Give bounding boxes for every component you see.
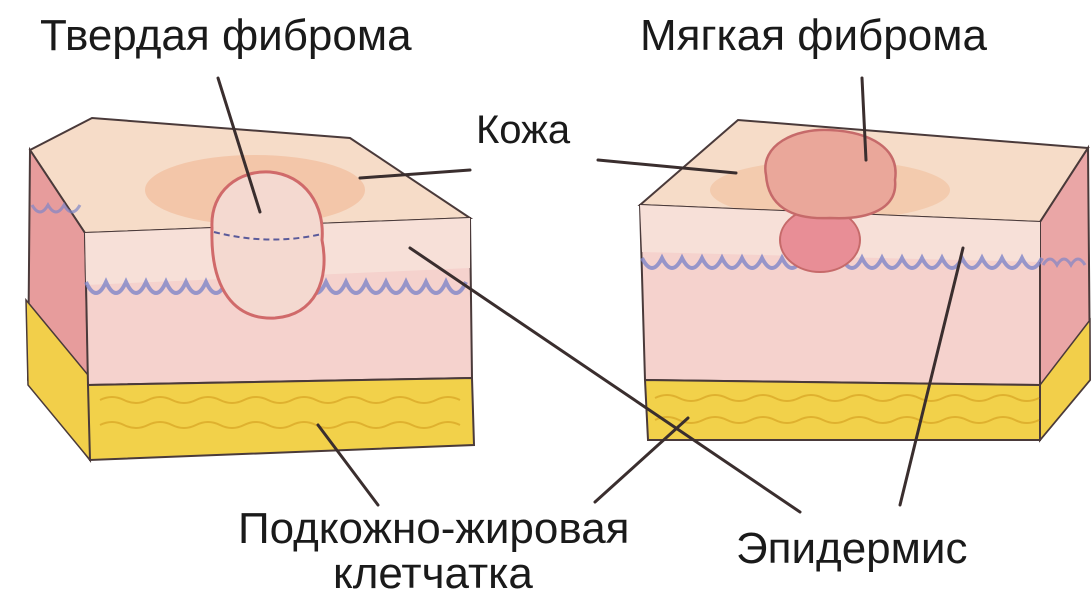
leader-subq-right [595, 418, 688, 502]
right-front-fat [645, 380, 1040, 440]
label-hard-fibroma: Твердая фиброма [40, 14, 412, 58]
soft-fibroma-head [765, 130, 895, 218]
hard-fibroma-shape [212, 172, 324, 318]
label-subcutaneous-line1: Подкожно-жировая [238, 507, 630, 551]
label-skin: Кожа [476, 110, 570, 150]
right-skin-block [640, 120, 1090, 440]
label-epidermis: Эпидермис [736, 527, 967, 571]
label-soft-fibroma: Мягкая фиброма [640, 14, 987, 58]
left-skin-block [26, 118, 474, 460]
left-front-fat [88, 378, 474, 460]
label-subcutaneous-line2: клетчатка [333, 552, 533, 592]
